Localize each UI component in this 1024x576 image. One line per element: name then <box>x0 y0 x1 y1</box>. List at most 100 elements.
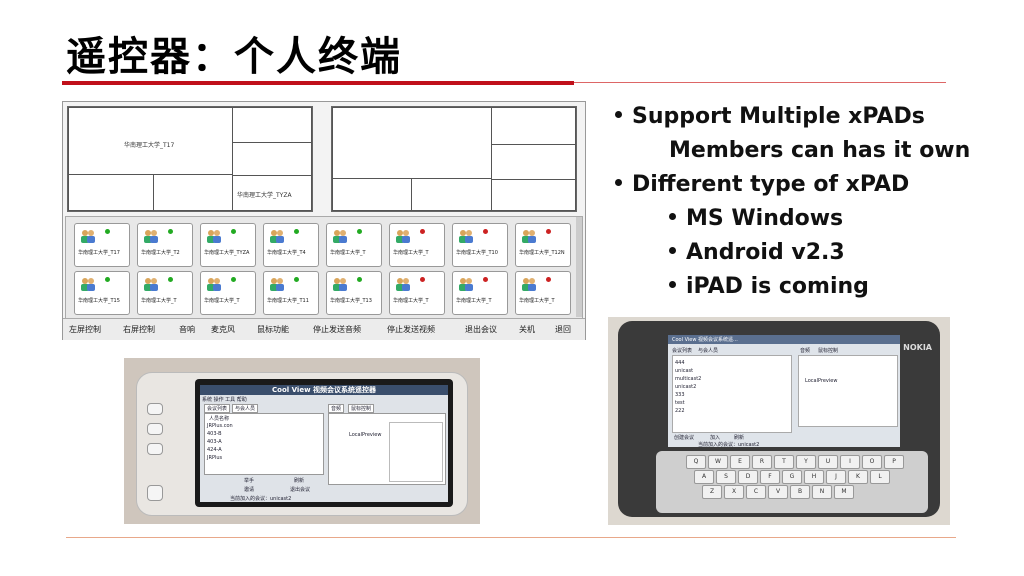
people-icon <box>395 228 411 243</box>
key[interactable]: A <box>694 470 714 484</box>
member-tile[interactable]: 华南理工大学_T4 <box>263 223 319 267</box>
scrollbar[interactable] <box>576 217 582 317</box>
bullet-item: Members can has it own <box>669 138 971 163</box>
video-label: 华南理工大学_TYZA <box>237 192 292 199</box>
bullet-dot-icon <box>669 280 676 288</box>
tablet-row[interactable]: 403-A <box>207 439 222 445</box>
toolbar-left-screen[interactable]: 左屏控制 <box>69 325 101 334</box>
title-underline <box>62 81 574 85</box>
tablet-invite-button[interactable]: 邀请 <box>244 487 255 493</box>
nokia-tab-members[interactable]: 与会人员 <box>698 348 719 354</box>
nokia-join-button[interactable]: 加入 <box>710 435 721 441</box>
key[interactable]: F <box>760 470 780 484</box>
member-tile[interactable]: 华南理工大学_T <box>200 271 256 315</box>
member-tile[interactable]: 华南理工大学_T <box>452 271 508 315</box>
member-tile[interactable]: 华南理工大学_T <box>137 271 193 315</box>
people-icon <box>332 228 348 243</box>
key[interactable]: D <box>738 470 758 484</box>
tablet-refresh-button[interactable]: 刷新 <box>294 478 305 484</box>
nokia-row[interactable]: 222 <box>675 408 685 414</box>
toolbar-right-screen[interactable]: 右屏控制 <box>123 325 155 334</box>
member-tile[interactable]: 华南理工大学_T13 <box>326 271 382 315</box>
nokia-refresh-button[interactable]: 刷新 <box>734 435 745 441</box>
key[interactable]: Q <box>686 455 706 469</box>
people-icon <box>143 228 159 243</box>
key[interactable]: S <box>716 470 736 484</box>
tablet-tab-members[interactable]: 与会人员 <box>232 404 259 413</box>
key[interactable]: K <box>848 470 868 484</box>
tablet-tab-list[interactable]: 会议列表 <box>204 404 231 413</box>
key[interactable]: E <box>730 455 750 469</box>
member-name: 华南理工大学_T10 <box>456 250 498 256</box>
key[interactable]: L <box>870 470 890 484</box>
bullet-dot-icon <box>615 110 622 118</box>
key[interactable]: B <box>790 485 810 499</box>
nokia-row[interactable]: 444 <box>675 360 685 366</box>
tablet-raise-hand-button[interactable]: 举手 <box>244 478 255 484</box>
toolbar-mouse[interactable]: 鼠标功能 <box>257 325 289 334</box>
nokia-row[interactable]: 333 <box>675 392 685 398</box>
nokia-row[interactable]: unicast2 <box>675 384 697 390</box>
bullet-item: Different type of xPAD <box>615 168 1015 202</box>
key[interactable]: H <box>804 470 824 484</box>
key[interactable]: N <box>812 485 832 499</box>
member-tile[interactable]: 华南理工大学_T12N <box>515 223 571 267</box>
tablet-device: Cool View 视频会议系统遥控器 系统 操作 工具 帮助 会议列表 与会人… <box>136 372 468 516</box>
member-tile[interactable]: 华南理工大学_T <box>326 223 382 267</box>
status-indicator-icon <box>105 229 110 234</box>
tablet-row[interactable]: JRPlus.con <box>207 423 233 429</box>
key[interactable]: J <box>826 470 846 484</box>
toolbar-back[interactable]: 退回 <box>555 325 571 334</box>
member-tile[interactable]: 华南理工大学_T <box>515 271 571 315</box>
key[interactable]: W <box>708 455 728 469</box>
key[interactable]: Y <box>796 455 816 469</box>
member-tile[interactable]: 华南理工大学_T2 <box>137 223 193 267</box>
key[interactable]: U <box>818 455 838 469</box>
key[interactable]: M <box>834 485 854 499</box>
key[interactable]: R <box>752 455 772 469</box>
tablet-row[interactable]: 403-B <box>207 431 222 437</box>
tablet-tab-mouse[interactable]: 鼠标控制 <box>348 404 375 413</box>
key[interactable]: P <box>884 455 904 469</box>
nokia-tab-audio[interactable]: 音频 <box>800 348 811 354</box>
key[interactable]: Z <box>702 485 722 499</box>
tablet-row[interactable]: JRPlus <box>207 455 223 461</box>
nokia-row[interactable]: unicast <box>675 368 694 374</box>
key[interactable]: V <box>768 485 788 499</box>
toolbar-shutdown[interactable]: 关机 <box>519 325 535 334</box>
member-tile[interactable]: 华南理工大学_T15 <box>74 271 130 315</box>
toolbar-stop-video[interactable]: 停止发送视频 <box>387 325 435 334</box>
tablet-list: 人员名称 JRPlus.con 403-B 403-A 424-A JRPlus <box>204 413 324 475</box>
member-tile[interactable]: 华南理工大学_T11 <box>263 271 319 315</box>
member-tile[interactable]: 华南理工大学_T <box>389 223 445 267</box>
nokia-row[interactable]: test <box>675 400 685 406</box>
tablet-tab-audio[interactable]: 音频 <box>328 404 345 413</box>
status-indicator-icon <box>357 277 362 282</box>
member-tile[interactable]: 华南理工大学_T10 <box>452 223 508 267</box>
member-tile[interactable]: 华南理工大学_TYZA <box>200 223 256 267</box>
nokia-row[interactable]: multicast2 <box>675 376 702 382</box>
key[interactable]: X <box>724 485 744 499</box>
tablet-exit-button[interactable]: 退出会议 <box>290 487 311 493</box>
toolbar-exit-meeting[interactable]: 退出会议 <box>465 325 497 334</box>
toolbar-speaker[interactable]: 音响 <box>179 325 195 334</box>
people-icon <box>269 276 285 291</box>
tablet-row[interactable]: 424-A <box>207 447 222 453</box>
status-indicator-icon <box>168 229 173 234</box>
member-tile[interactable]: 华南理工大学_T <box>389 271 445 315</box>
key[interactable]: O <box>862 455 882 469</box>
key[interactable]: C <box>746 485 766 499</box>
toolbar-stop-audio[interactable]: 停止发送音频 <box>313 325 361 334</box>
member-name: 华南理工大学_T <box>456 298 492 304</box>
key[interactable]: G <box>782 470 802 484</box>
member-tile[interactable]: 华南理工大学_T17 <box>74 223 130 267</box>
nokia-create-button[interactable]: 创建会议 <box>674 435 695 441</box>
member-name: 华南理工大学_T17 <box>78 250 120 256</box>
nokia-tab-mouse[interactable]: 鼠标控制 <box>818 348 839 354</box>
nokia-tab-list[interactable]: 会议列表 <box>672 348 693 354</box>
key[interactable]: T <box>774 455 794 469</box>
status-indicator-icon <box>546 229 551 234</box>
key[interactable]: I <box>840 455 860 469</box>
toolbar-microphone[interactable]: 麦克风 <box>211 325 235 334</box>
video-layout-right <box>331 106 577 212</box>
